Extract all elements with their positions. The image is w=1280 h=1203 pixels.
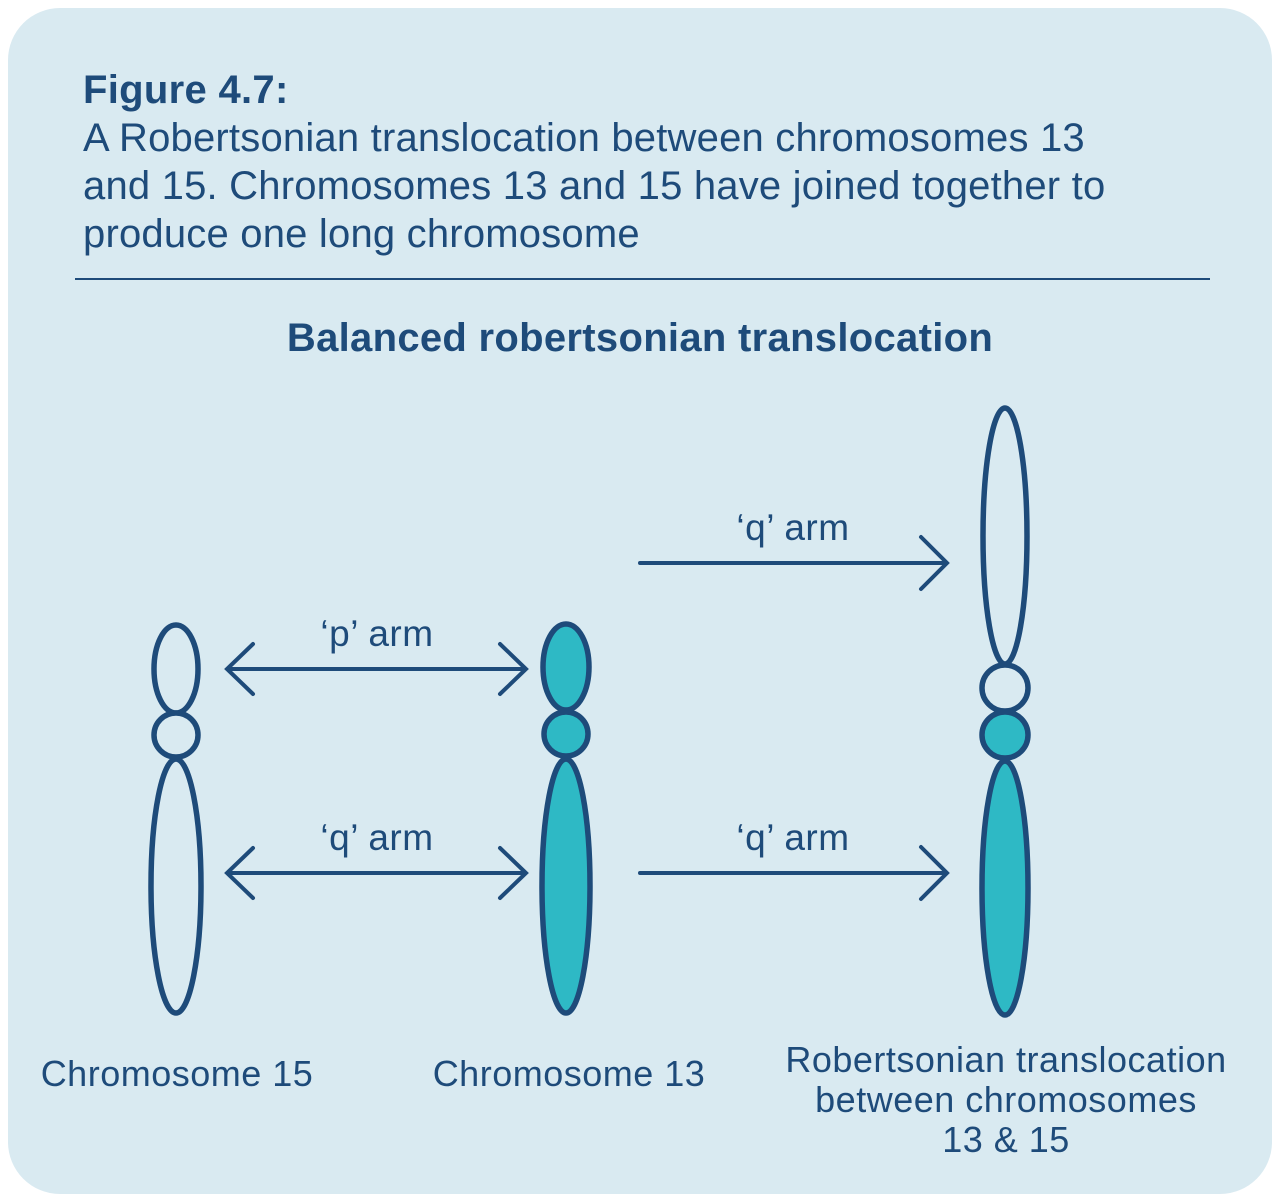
divider-line — [75, 278, 1210, 280]
figure-caption-line-1: A Robertsonian translocation between chr… — [83, 116, 1085, 160]
translocation-label-line-1: Robertsonian translocation — [785, 1039, 1226, 1080]
chromosome-13-q-arm — [539, 756, 593, 1016]
q-arm-label-left: ‘q’ arm — [320, 817, 433, 858]
chromosome-13-centromere — [541, 709, 591, 759]
diagram-heading: Balanced robertsonian translocation — [286, 316, 994, 360]
p-arm-label: ‘p’ arm — [320, 613, 433, 654]
translocation-chromosome — [979, 405, 1031, 1018]
chromosome-13 — [539, 621, 593, 1016]
translocation-centromere-15 — [979, 662, 1031, 714]
figure-header: Figure 4.7: A Robertsonian translocation… — [83, 66, 1233, 258]
translocation-q-arm-15 — [980, 405, 1030, 667]
q-arm-arrow-bottom-right — [638, 845, 950, 901]
figure-caption-line-2: and 15. Chromosomes 13 and 15 have joine… — [83, 164, 1106, 208]
figure-title: Figure 4.7: — [83, 68, 289, 112]
chromosome-15-label: Chromosome 15 — [41, 1053, 314, 1094]
p-arm-arrow — [224, 642, 529, 696]
figure-caption-line-3: produce one long chromosome — [83, 212, 640, 256]
q-arm-arrow-left — [224, 846, 529, 900]
chromosome-13-label: Chromosome 13 — [433, 1053, 706, 1094]
translocation-centromere-13 — [979, 709, 1031, 761]
chromosome-15-q-arm — [148, 756, 204, 1016]
translocation-label-line-3: 13 & 15 — [942, 1119, 1070, 1160]
q-arm-label-top-right: ‘q’ arm — [736, 507, 849, 548]
translocation-q-arm-13 — [979, 758, 1031, 1018]
translocation-label: Robertsonian translocation between chrom… — [785, 1039, 1226, 1160]
figure-caption: A Robertsonian translocation between chr… — [83, 114, 1233, 258]
q-arm-arrow-top-right — [638, 535, 950, 591]
chromosome-13-p-arm — [540, 621, 592, 713]
translocation-label-line-2: between chromosomes — [815, 1079, 1197, 1120]
q-arm-label-bottom-right: ‘q’ arm — [736, 817, 849, 858]
chromosome-15-centromere — [151, 710, 201, 760]
chromosome-15-p-arm — [151, 622, 201, 716]
figure-card: Figure 4.7: A Robertsonian translocation… — [8, 8, 1272, 1194]
chromosome-15 — [148, 622, 204, 1016]
